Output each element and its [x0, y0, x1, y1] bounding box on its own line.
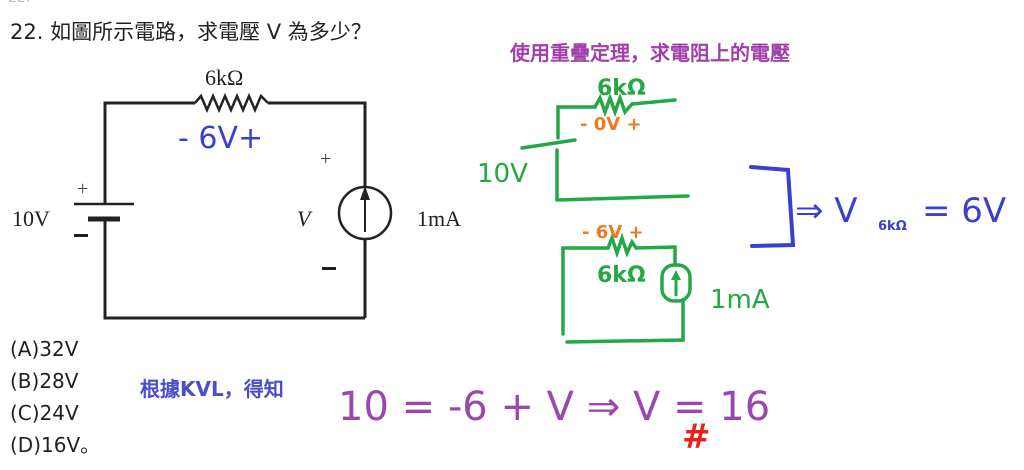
end-mark-icon: #	[682, 417, 711, 457]
result-subscript: 6kΩ	[878, 219, 907, 234]
resistor-voltage-annotation: - 6V+	[178, 121, 263, 156]
sub2-resistor-label: 6kΩ	[597, 263, 646, 288]
resistor-label: 6kΩ	[205, 65, 243, 90]
battery-plus: +	[77, 178, 88, 200]
sub1-resistor-label: 6kΩ	[597, 76, 646, 101]
option-b[interactable]: (B)28V	[10, 369, 79, 393]
battery-minus	[74, 234, 88, 237]
current-source-label: 1mA	[417, 206, 461, 231]
kvl-equation: 10 = -6 + V ⇒ V = 16	[338, 384, 770, 430]
superposition-hint: 使用重疊定理，求電阻上的電壓	[510, 41, 790, 65]
option-c[interactable]: (C)24V	[10, 401, 79, 425]
sub1-voltage-label: - 0V +	[580, 114, 642, 135]
bracket	[749, 165, 796, 248]
kvl-hint: 根據KVL，得知	[140, 377, 284, 401]
voltage-source-label: 10V	[12, 206, 50, 231]
result-value: = 6V	[922, 191, 1006, 231]
sub1-source-label: 10V	[477, 159, 528, 189]
question-text: 22. 如圖所示電路，求電壓 V 為多少？	[10, 20, 372, 44]
sub2-voltage-label: - 6V +	[582, 222, 644, 243]
v-plus: +	[320, 148, 331, 170]
v-minus	[322, 267, 336, 270]
current-arrow-icon	[360, 186, 370, 200]
option-d[interactable]: (D)16V。	[10, 433, 101, 457]
result-arrow-v: ⇒ V	[795, 191, 858, 231]
option-a[interactable]: (A)32V	[10, 337, 79, 361]
clipped-question-number: 22.	[8, 0, 30, 6]
sub2-source-label: 1mA	[710, 285, 770, 315]
sub2-arrow-icon	[671, 270, 681, 280]
v-label: V	[297, 206, 313, 231]
answer-options: (A)32V (B)28V (C)24V (D)16V。	[10, 333, 100, 461]
